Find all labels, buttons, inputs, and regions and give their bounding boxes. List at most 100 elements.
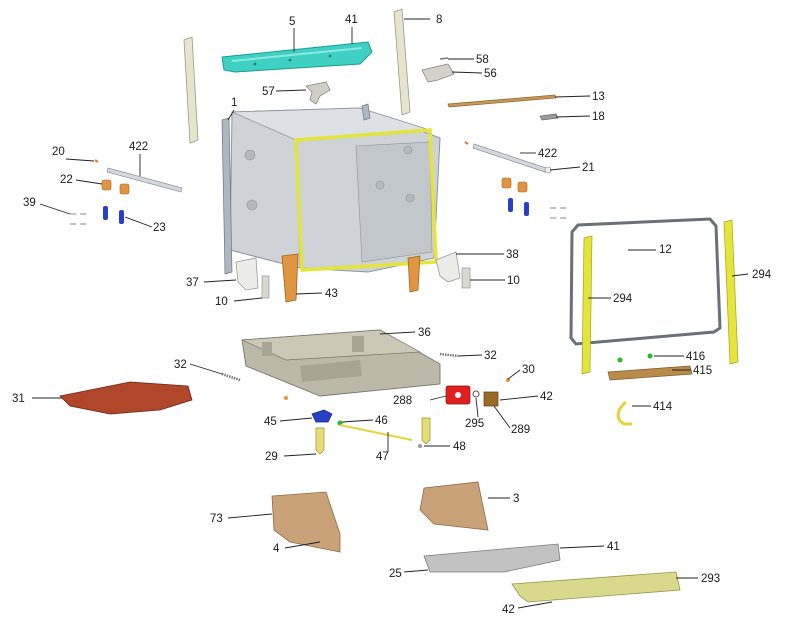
part-illustrations [59, 8, 739, 603]
leader-line [475, 397, 479, 418]
leader-line [457, 354, 483, 357]
callout-57: 57 [262, 86, 275, 98]
block-10-right [461, 267, 471, 289]
callout-294b: 294 [613, 293, 633, 305]
foot-29-left [315, 427, 325, 455]
dot-416-b [647, 353, 653, 359]
callout-5: 5 [289, 16, 295, 28]
callout-43: 43 [325, 288, 338, 300]
foot-29-right [421, 417, 431, 445]
leader-line [554, 95, 591, 98]
block-289 [483, 391, 499, 407]
bracket-56 [421, 63, 455, 83]
callout-293: 293 [701, 573, 720, 585]
leader-line [65, 158, 95, 162]
leader-line [284, 541, 321, 549]
callout-32: 32 [174, 359, 187, 371]
left-post [183, 36, 199, 144]
leader-line [283, 453, 317, 457]
callout-38: 38 [506, 249, 519, 261]
leader-line [124, 216, 153, 228]
leader-line [227, 513, 273, 519]
leader-line [451, 71, 483, 74]
callout-414: 414 [653, 401, 673, 413]
rod-47 [339, 424, 413, 441]
callout-41b: 41 [607, 541, 620, 553]
callout-422: 422 [129, 141, 148, 153]
leader-line [559, 545, 605, 549]
leader-line [493, 405, 511, 429]
leader-line [203, 279, 237, 283]
strip-293 [511, 571, 681, 603]
pin-30 [506, 378, 510, 382]
leader-line [341, 419, 374, 423]
callout-42: 42 [540, 391, 553, 403]
callout-58: 58 [476, 54, 489, 66]
leader-line [731, 273, 749, 277]
callout-47: 47 [376, 451, 389, 463]
callout-294: 294 [752, 269, 772, 281]
callout-415: 415 [693, 365, 712, 377]
callout-295: 295 [465, 418, 484, 430]
callout-288: 288 [393, 395, 412, 407]
callout-42b: 42 [502, 604, 515, 616]
callout-289: 289 [511, 424, 530, 436]
right-post-8 [393, 8, 411, 116]
tub-1 [221, 103, 441, 303]
ring-295 [472, 390, 480, 398]
callout-23: 23 [153, 222, 166, 234]
callout-8: 8 [436, 14, 442, 26]
panel-3 [419, 481, 489, 531]
strip-294-right [723, 219, 739, 365]
clip-22-left [101, 179, 130, 195]
callout-56: 56 [484, 68, 497, 80]
callout-1: 1 [231, 97, 237, 109]
bracket-57 [305, 81, 331, 105]
block-10-left [261, 275, 270, 299]
part-288-hole [455, 392, 461, 398]
callout-30: 30 [522, 364, 535, 376]
top-bracket-cyan [221, 41, 373, 73]
callout-25: 25 [389, 568, 402, 580]
leader-line [507, 369, 521, 380]
valve-45 [311, 409, 333, 423]
clip-18 [539, 113, 559, 121]
panel-73 [271, 491, 341, 553]
rod-13 [447, 94, 557, 108]
callout-36: 36 [418, 327, 431, 339]
callout-20: 20 [52, 146, 65, 158]
pin-20 [94, 159, 99, 163]
callout-4: 4 [273, 543, 280, 555]
leader-line [379, 331, 416, 335]
spring-32-right [439, 352, 459, 358]
spring-32-left [221, 372, 241, 382]
pin-23-c [508, 198, 513, 212]
leader-line [75, 179, 103, 185]
leader-line [549, 166, 581, 171]
callout-10: 10 [215, 296, 228, 308]
pin-23-a [103, 206, 108, 220]
leader-line [233, 297, 263, 302]
bracket-38 [435, 251, 461, 283]
callout-22: 22 [60, 174, 73, 186]
bracket-37 [235, 257, 259, 291]
clip-22-right [501, 177, 528, 193]
strip-415 [607, 365, 693, 381]
callout-416: 416 [686, 351, 705, 363]
base-36 [241, 329, 441, 397]
leader-line [517, 601, 553, 609]
callout-46: 46 [375, 415, 388, 427]
leader-line [295, 292, 323, 295]
leader-line [189, 363, 223, 375]
callout-13: 13 [592, 91, 605, 103]
callout-labels: 5 41 8 58 56 57 1 13 18 20 422 422 21 22… [12, 14, 772, 616]
callout-12: 12 [659, 244, 672, 256]
pin-23-b [119, 210, 124, 224]
leader-line [555, 115, 591, 118]
leader-line [39, 203, 71, 215]
callout-32b: 32 [484, 350, 497, 362]
hook-414 [616, 400, 632, 426]
leader-line [279, 417, 313, 422]
callout-10b: 10 [507, 275, 520, 287]
screw-48 [418, 444, 422, 448]
